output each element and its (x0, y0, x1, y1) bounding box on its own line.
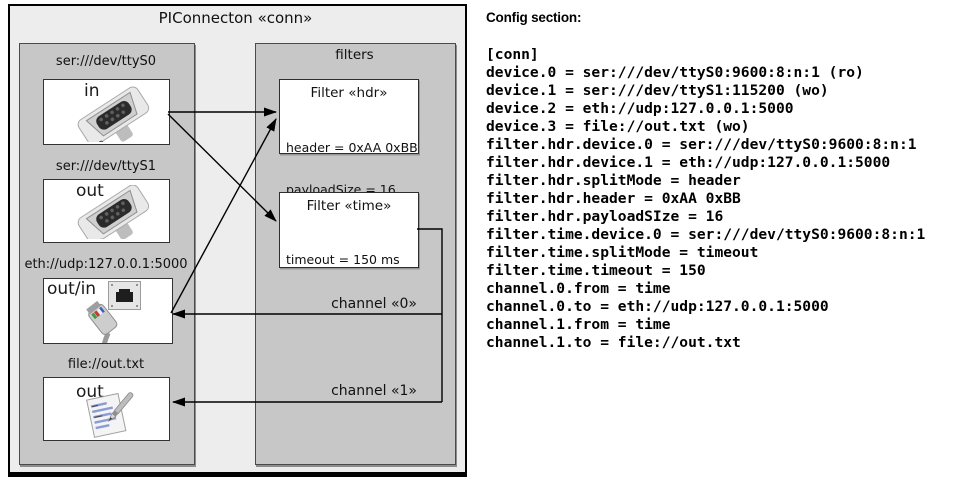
notepad-icon (86, 392, 134, 438)
port-direction-label: out/in (47, 279, 97, 299)
channel-1-label: channel «1» (331, 383, 417, 399)
device-box-ttyS1: out (43, 179, 170, 243)
device-uri-label: ser:///dev/ttyS1 (55, 159, 157, 174)
filter-title: Filter «time» (306, 198, 392, 214)
device-uri-label: eth://udp:127.0.0.1:5000 (24, 257, 188, 272)
diagram-title: PIConnecton «conn» (158, 9, 313, 27)
ethernet-connector-icon (86, 300, 118, 343)
filter-param: header = 0xAA 0xBB (286, 140, 418, 155)
device-uri-label: ser:///dev/ttyS0 (55, 54, 157, 69)
port-direction-label: in (84, 81, 100, 101)
filter-time-box: Filter «time» timeout = 150 ms (279, 192, 419, 268)
serial-connector-icon (77, 185, 150, 239)
serial-connector-icon (77, 86, 150, 142)
device-box-ttyS0: in (43, 79, 170, 145)
port-direction-label: out (76, 382, 104, 402)
port-direction-label: out (76, 181, 104, 201)
device-box-eth: out/in (43, 278, 173, 344)
device-box-file: out (43, 377, 170, 441)
device-uri-label: file://out.txt (67, 357, 145, 372)
filters-panel-title: filters (335, 47, 374, 63)
filter-hdr-box: Filter «hdr» header = 0xAA 0xBB payloadS… (279, 79, 419, 197)
filter-param: timeout = 150 ms (286, 252, 400, 267)
config-text: [conn] device.0 = ser:///dev/ttyS0:9600:… (486, 46, 926, 351)
filter-title: Filter «hdr» (310, 85, 388, 101)
config-section-heading: Config section: (486, 10, 582, 25)
channel-0-label: channel «0» (331, 296, 417, 312)
ethernet-jack-icon (108, 281, 141, 310)
